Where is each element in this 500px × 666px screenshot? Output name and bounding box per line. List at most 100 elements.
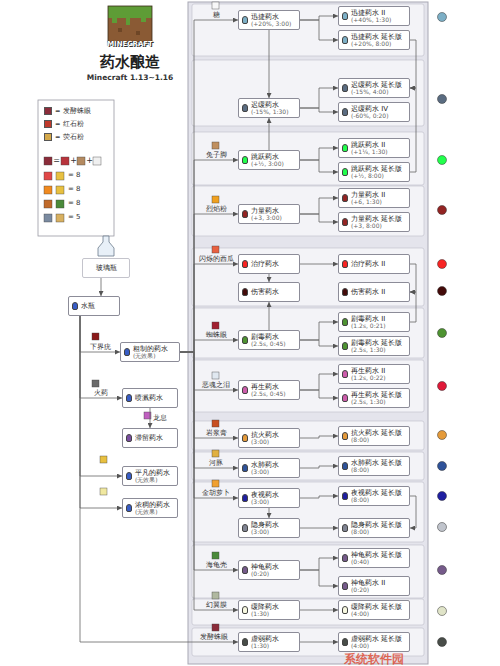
box-title: 力量药水 bbox=[251, 207, 297, 215]
potion-box: 浓稠的药水(无效果) bbox=[122, 498, 178, 518]
potion-icon bbox=[342, 606, 348, 614]
effect-icon bbox=[438, 431, 447, 440]
row-band bbox=[192, 60, 424, 126]
brew-arrow bbox=[300, 610, 338, 611]
potion-box: 再生药水 延长版(2.5s, 1:30) bbox=[338, 388, 410, 408]
box-stats: (3:00) bbox=[251, 529, 297, 536]
brew-arrow bbox=[300, 148, 338, 160]
ingredient-icon bbox=[92, 333, 99, 340]
box-stats: (4:00) bbox=[351, 643, 407, 650]
legend-recipe: = 8 bbox=[68, 199, 98, 208]
potion-icon bbox=[342, 84, 348, 92]
brew-arrow bbox=[300, 528, 338, 529]
legend-swatch bbox=[44, 133, 52, 141]
potion-box: 缓降药水 延长版(4:00) bbox=[338, 600, 410, 620]
ingredient-icon bbox=[100, 488, 107, 495]
box-stats: (+½, 8:00) bbox=[351, 173, 407, 180]
brew-arrow bbox=[300, 214, 338, 222]
diagram-title: 药水酿造 bbox=[88, 53, 172, 71]
brew-arrow bbox=[410, 88, 416, 172]
potion-box: 伤害药水 II bbox=[338, 282, 410, 302]
box-stats: (+3, 3:00) bbox=[251, 215, 297, 222]
brew-arrow bbox=[180, 352, 238, 570]
box-title: 剧毒药水 II bbox=[351, 315, 407, 323]
legend-icon bbox=[44, 172, 52, 180]
brew-arrow bbox=[80, 316, 238, 642]
box-stats: (1:30) bbox=[251, 611, 297, 618]
box-stats: (2.5s, 0:45) bbox=[251, 341, 297, 348]
brew-arrow bbox=[300, 390, 338, 398]
brew-arrow bbox=[180, 352, 238, 390]
ingredient-label: 兔子脚 bbox=[194, 151, 238, 159]
ingredient-icon bbox=[212, 372, 219, 379]
row-band bbox=[192, 599, 424, 625]
box-stats: (2.5s, 1:30) bbox=[351, 347, 407, 354]
box-title: 神龟药水 bbox=[251, 563, 297, 571]
potion-box: 迟缓药水(-15%, 1:30) bbox=[238, 98, 300, 118]
legend-text: = 发酵蛛眼 bbox=[55, 107, 91, 116]
effect-icon bbox=[438, 523, 447, 532]
legend-recipe: = 8 bbox=[68, 185, 98, 194]
brew-arrow bbox=[410, 292, 416, 322]
brew-arrow bbox=[300, 322, 338, 340]
box-title: 隐身药水 bbox=[251, 521, 297, 529]
potion-box: 平凡的药水(无效果) bbox=[122, 466, 178, 486]
box-stats: (1.2s, 0:21) bbox=[351, 323, 407, 330]
ingredient-icon bbox=[212, 420, 219, 427]
box-title: 浓稠的药水 bbox=[135, 501, 175, 509]
potion-icon bbox=[342, 36, 348, 44]
potion-box: 神龟药水(0:20) bbox=[238, 560, 300, 580]
logo-pixel bbox=[118, 28, 122, 32]
box-stats: (无效果) bbox=[135, 509, 175, 516]
brew-arrow bbox=[80, 316, 122, 508]
brew-arrow bbox=[269, 118, 270, 150]
potion-icon bbox=[242, 210, 248, 218]
ingredient-label: 火药 bbox=[80, 389, 122, 397]
potion-box: 迅捷药水 II(+40%, 1:30) bbox=[338, 6, 410, 26]
legend-frame bbox=[38, 100, 114, 236]
logo-pixel bbox=[126, 18, 130, 25]
legend-icon bbox=[77, 157, 85, 165]
potion-box: 抗火药水(3:00) bbox=[238, 428, 300, 448]
legend-recipe: = 5 bbox=[68, 213, 98, 222]
box-stats: (-15%, 1:30) bbox=[251, 109, 297, 116]
box-title: 剧毒药水 延长版 bbox=[351, 339, 407, 347]
ingredient-label: 糖 bbox=[194, 11, 238, 19]
potion-icon bbox=[342, 524, 348, 532]
box-title: 治疗药水 II bbox=[351, 260, 407, 268]
box-title: 隐身药水 延长版 bbox=[351, 521, 407, 529]
brew-arrow bbox=[300, 198, 338, 214]
potion-box: 迟缓药水 延长版(-15%, 4:00) bbox=[338, 78, 410, 98]
ingredient-icon bbox=[212, 322, 219, 329]
potion-icon bbox=[342, 492, 348, 500]
potion-icon bbox=[342, 318, 348, 326]
row-band bbox=[192, 186, 424, 236]
row-band bbox=[192, 360, 424, 412]
legend-icon bbox=[44, 200, 52, 208]
box-title: 伤害药水 II bbox=[351, 288, 407, 296]
box-title: 迅捷药水 II bbox=[351, 9, 407, 17]
subtitle: Minecraft 1.13~1.16 bbox=[78, 73, 182, 83]
logo-pixel bbox=[141, 18, 146, 22]
legend-text: = 荧石粉 bbox=[55, 133, 84, 142]
ingredient-label: 幻翼膜 bbox=[194, 601, 238, 609]
box-stats: (+40%, 1:30) bbox=[351, 17, 407, 24]
legend-swatch bbox=[44, 120, 52, 128]
logo-pixel bbox=[136, 31, 140, 35]
potion-icon bbox=[242, 260, 248, 268]
effect-icon bbox=[438, 638, 447, 647]
row-band bbox=[192, 482, 424, 542]
effect-icon bbox=[438, 206, 447, 215]
brew-arrow bbox=[300, 88, 338, 108]
legend-icon bbox=[56, 186, 64, 194]
logo-pixel bbox=[112, 18, 117, 23]
box-stats: (+3, 8:00) bbox=[351, 223, 407, 230]
potion-box: 虚弱药水 延长版(4:00) bbox=[338, 632, 410, 652]
effect-icon bbox=[438, 329, 447, 338]
potion-box: 水肺药水 延长版(8:00) bbox=[338, 456, 410, 476]
brew-arrow bbox=[300, 16, 338, 20]
row-band bbox=[192, 248, 424, 306]
potion-icon bbox=[342, 342, 348, 350]
potion-icon bbox=[242, 434, 248, 442]
potion-icon bbox=[242, 288, 248, 296]
